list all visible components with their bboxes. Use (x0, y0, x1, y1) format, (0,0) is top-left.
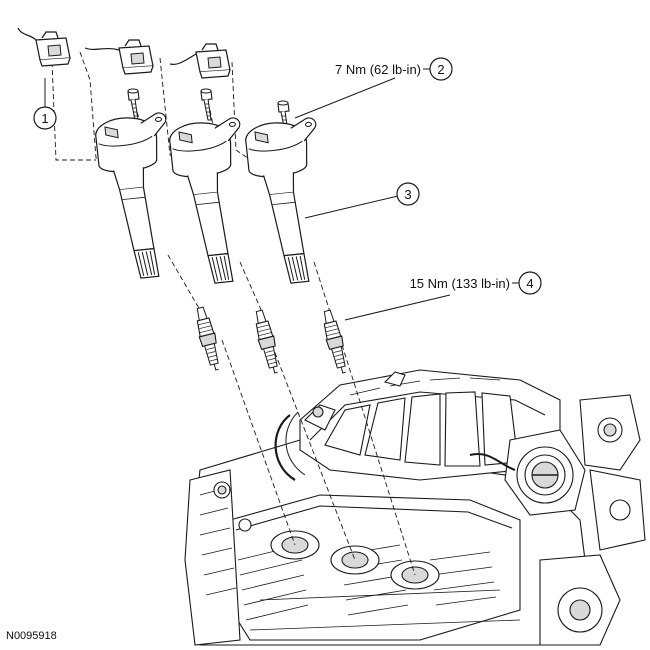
ignition-coil-2 (167, 116, 257, 287)
spark-plug-2 (250, 308, 284, 376)
ignition-coil-3 (243, 116, 333, 287)
callout-3-number: 3 (404, 187, 411, 202)
callout-leaders (44, 68, 519, 321)
callout-4-number: 4 (526, 276, 533, 291)
spark-plug-1 (191, 305, 225, 373)
figure-id: N0095918 (6, 630, 57, 642)
bolt-1 (127, 88, 140, 121)
connector-3 (169, 43, 231, 79)
bolt-2 (200, 88, 213, 121)
ignition-coils (93, 111, 333, 287)
spark-plug-3 (318, 308, 352, 376)
callout-2: 7 Nm (62 lb-in) 2 (335, 57, 453, 81)
callout-2-torque: 7 Nm (62 lb-in) (335, 62, 421, 77)
spark-plugs (191, 305, 352, 376)
callout-1-number: 1 (41, 111, 48, 126)
callout-1: 1 (33, 106, 57, 130)
callout-3: 3 (396, 182, 420, 206)
callout-2-number: 2 (437, 62, 444, 77)
callout-4-torque: 15 Nm (133 lb-in) (410, 276, 510, 291)
callout-4: 15 Nm (133 lb-in) 4 (410, 271, 542, 295)
connector-1 (17, 27, 71, 67)
connector-2 (84, 39, 154, 75)
engine-assembly (184, 369, 646, 646)
coil-connectors (17, 27, 231, 79)
